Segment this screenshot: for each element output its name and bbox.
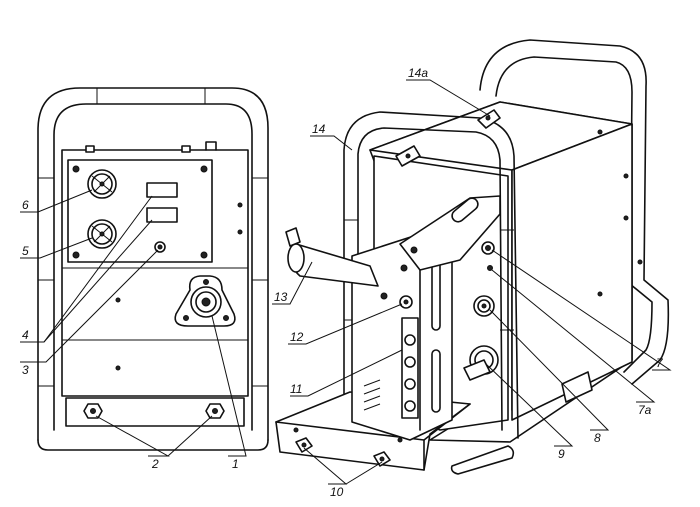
callout-7a: 7a	[638, 403, 652, 417]
callout-7: 7	[656, 356, 664, 370]
fitting-right[interactable]	[373, 451, 391, 467]
callout-4: 4	[22, 328, 29, 342]
callout-12: 12	[290, 330, 304, 344]
callout-2: 2	[151, 457, 159, 471]
callout-5: 5	[22, 244, 29, 258]
knob-upper[interactable]	[87, 169, 117, 199]
callout-13: 13	[274, 290, 288, 304]
rear-handle-frame-front	[343, 111, 519, 439]
indicator-window-upper	[146, 182, 178, 198]
shaft-bolt	[399, 295, 413, 309]
rear-connector-round[interactable]	[473, 295, 495, 317]
front-view	[37, 87, 269, 451]
top-clamp-back	[477, 109, 501, 129]
callout-labels: 6 5 4 3 2 1 14a 14 13 12 11 10 9 8 7a 7	[22, 66, 664, 499]
spool-shaft	[285, 227, 379, 287]
callout-3: 3	[22, 363, 29, 377]
rear-socket-small[interactable]	[481, 241, 495, 255]
leader-lines	[20, 79, 672, 485]
front-handle-frame	[37, 87, 269, 441]
callout-10: 10	[330, 485, 344, 499]
callout-14: 14	[312, 122, 326, 136]
top-clamp-front	[395, 145, 421, 167]
callout-9: 9	[558, 447, 565, 461]
control-panel	[67, 159, 213, 263]
callout-1: 1	[232, 457, 239, 471]
rear-handle-frame-back	[479, 39, 670, 385]
callout-6: 6	[22, 198, 29, 212]
terminal-right[interactable]	[205, 403, 225, 419]
front-connector	[174, 275, 236, 327]
knob-lower[interactable]	[87, 219, 117, 249]
callout-11: 11	[290, 382, 302, 396]
callout-8: 8	[594, 431, 601, 445]
rear-view	[275, 39, 670, 475]
fitting-left[interactable]	[295, 437, 313, 453]
terminal-left[interactable]	[83, 403, 103, 419]
indicator-window-lower	[146, 207, 178, 223]
rear-switch[interactable]	[463, 345, 499, 381]
callout-14a: 14a	[408, 66, 428, 80]
rear-screw	[487, 265, 493, 271]
